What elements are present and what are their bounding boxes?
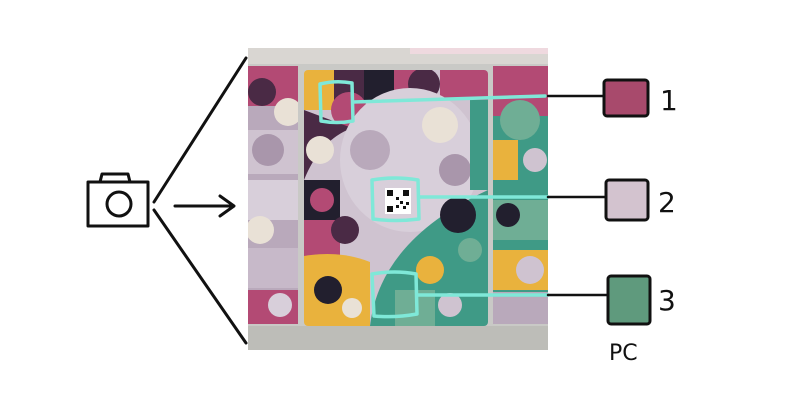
qr-code [385, 188, 411, 214]
sample-box-1 [318, 79, 355, 125]
mural-panel-left [248, 66, 298, 324]
connector-extensions [546, 94, 610, 297]
swatch-label-1: 1 [660, 84, 678, 117]
color-swatches [602, 78, 652, 326]
mural-photo [248, 48, 548, 350]
swatch-3 [606, 274, 652, 326]
camera-icon [86, 172, 150, 228]
sample-box-3 [370, 270, 419, 319]
pc-label: PC [609, 341, 638, 366]
swatch-label-2: 2 [658, 186, 676, 219]
sample-box-2 [370, 176, 421, 223]
swatch-2 [604, 178, 650, 222]
connector-1 [351, 94, 547, 104]
swatch-1 [602, 78, 650, 118]
view-frustum-lines [152, 56, 248, 345]
swatch-label-3: 3 [658, 284, 676, 317]
arrow-right-icon [173, 194, 236, 218]
color-sample-highlights [318, 79, 550, 319]
mural-panel-right [493, 66, 548, 324]
